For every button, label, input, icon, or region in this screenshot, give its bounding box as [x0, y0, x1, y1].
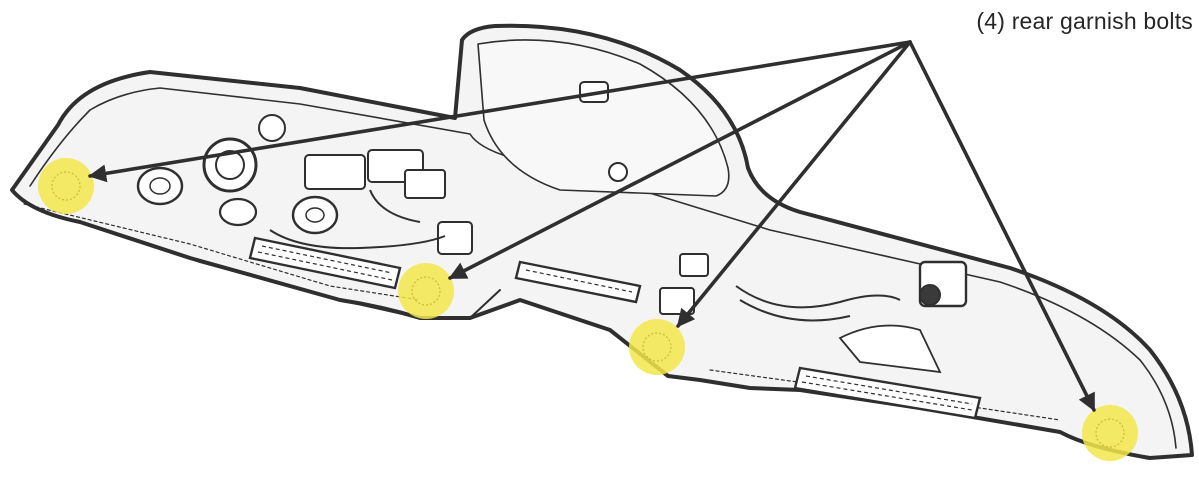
left-lamp-cluster	[136, 114, 339, 235]
bolt-center-right	[629, 319, 685, 375]
leader-arrow-right	[908, 40, 1096, 412]
leader-arrow-left	[88, 40, 912, 183]
bolt-center-left	[398, 263, 454, 319]
callout-label: (4) rear garnish bolts	[976, 8, 1193, 34]
leader-arrow-center-right	[676, 40, 912, 328]
bolt-texture	[51, 171, 1125, 448]
bolt-left	[38, 158, 94, 214]
bolt-right	[1082, 405, 1138, 461]
vent-grilles	[248, 236, 982, 420]
bolt-highlights	[38, 158, 1138, 461]
leader-arrows	[88, 40, 1096, 412]
leader-arrow-center-left	[448, 40, 912, 280]
